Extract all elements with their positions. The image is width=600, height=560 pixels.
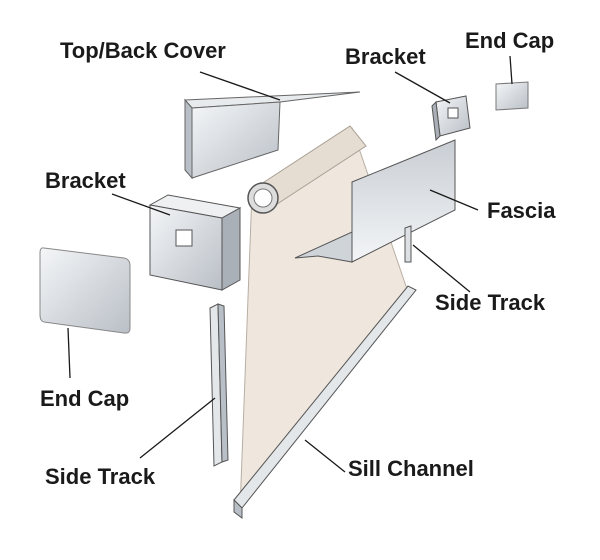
- label-bracket-left: Bracket: [45, 168, 126, 193]
- top-back-cover: [183, 91, 361, 180]
- label-bracket-right: Bracket: [345, 44, 426, 69]
- roller-tube: [247, 125, 367, 214]
- end-cap-left: [39, 247, 131, 334]
- label-side-track-right: Side Track: [435, 290, 546, 315]
- label-top-back-cover: Top/Back Cover: [60, 38, 226, 63]
- side-track-left: [209, 303, 229, 467]
- bracket-left: [148, 194, 242, 291]
- leader-lines: [67, 55, 513, 473]
- side-track-right: [404, 225, 412, 263]
- fascia: [294, 139, 456, 263]
- label-sill-channel: Sill Channel: [348, 456, 474, 481]
- label-fascia: Fascia: [487, 198, 556, 223]
- label-end-cap-left: End Cap: [40, 386, 130, 411]
- bracket-right: [431, 95, 471, 142]
- label-side-track-left: Side Track: [45, 464, 156, 489]
- sill-channel: [233, 285, 417, 519]
- end-cap-right: [495, 81, 529, 111]
- label-end-cap-right: End Cap: [465, 28, 555, 53]
